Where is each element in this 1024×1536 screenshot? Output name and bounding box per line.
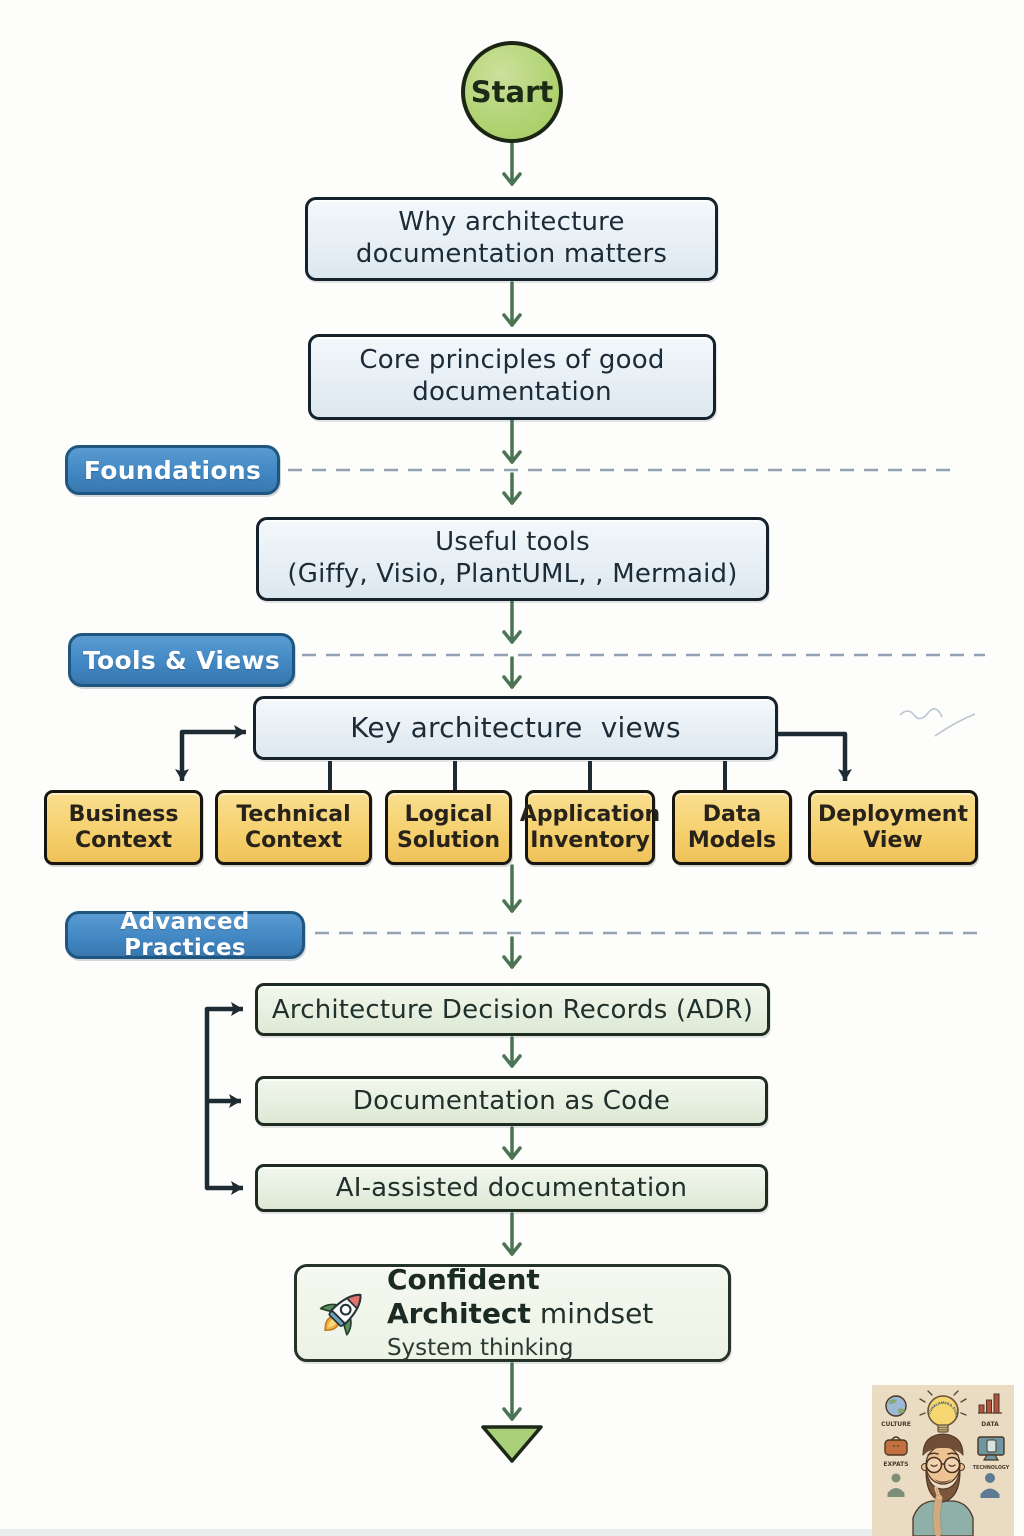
start-label: Start (470, 75, 554, 109)
thinking-man (912, 1433, 974, 1536)
node-why-documentation-matters: Why architecture documentation matters (305, 197, 718, 281)
rocket-icon (319, 1293, 362, 1336)
view-box-business-context: Business Context (44, 790, 203, 865)
label-data: DATA (981, 1421, 999, 1428)
label-technology: TECHNOLOGY (973, 1465, 1010, 1471)
handbag-icon (884, 1436, 908, 1456)
monitor-icon (977, 1436, 1005, 1461)
final-subtitle: System thinking (386, 1335, 574, 1362)
final-title-rest: mindset (539, 1296, 654, 1330)
node-core-principles: Core principles of good documentation (308, 334, 716, 420)
node-views-label: Key architecture views (350, 710, 681, 744)
section-label-foundations: Foundations (65, 445, 280, 495)
node-tools-title: Useful tools (435, 527, 590, 558)
scribble-decoration (899, 708, 976, 737)
node-why-label: Why architecture documentation matters (355, 207, 668, 269)
view-box-technical-context: Technical Context (215, 790, 372, 865)
views-drop-lines (328, 761, 727, 790)
node-core-label: Core principles of good documentation (359, 345, 665, 407)
view-box-logical-solution: Logical Solution (385, 790, 512, 865)
node-ai-assisted-documentation: AI-assisted documentation (255, 1164, 768, 1212)
node-documentation-as-code: Documentation as Code (255, 1076, 768, 1126)
section-label-tools-views: Tools & Views (68, 633, 295, 687)
final-title-bold: Confident Architect (386, 1263, 540, 1330)
bottom-edge-strip (0, 1529, 872, 1536)
start-node: Start (461, 41, 563, 143)
view-box-data-models: Data Models (672, 790, 792, 865)
author-badge-illustration: TUHALAMERA.SUBSTACK.COM CULTURE DATA EXP… (872, 1385, 1014, 1536)
node-useful-tools: Useful tools (Giffy, Visio, PlantUML, , … (256, 517, 769, 601)
globe-icon (885, 1395, 907, 1417)
bar-chart-icon (978, 1393, 1002, 1414)
node-key-architecture-views: Key architecture views (253, 696, 778, 760)
section-label-advanced-practices: Advanced Practices (65, 909, 305, 961)
node-adr: Architecture Decision Records (ADR) (255, 983, 770, 1036)
person-icon-right (980, 1473, 1000, 1498)
person-icon-left (887, 1473, 905, 1497)
view-box-application-inventory: Application Inventory (520, 790, 660, 865)
label-expats: EXPATS (883, 1461, 908, 1468)
view-box-deployment-view: Deployment View (808, 790, 978, 865)
node-tools-subtitle: (Giffy, Visio, PlantUML, , Mermaid) (287, 559, 738, 589)
label-culture: CULTURE (881, 1421, 911, 1428)
end-terminator-triangle (481, 1425, 543, 1463)
